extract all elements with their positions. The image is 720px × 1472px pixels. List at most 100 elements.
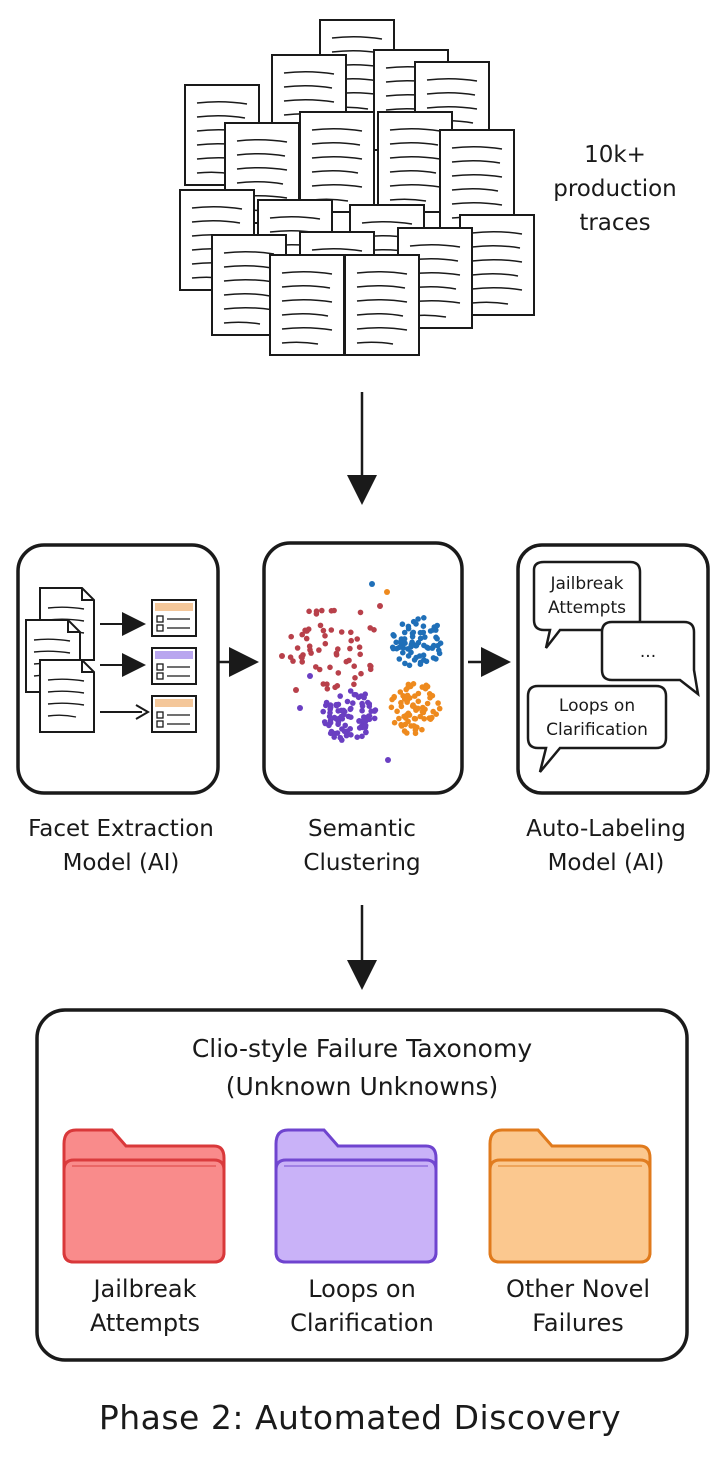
cluster-dot	[423, 658, 430, 665]
cluster-dot	[404, 697, 411, 704]
cluster-dot	[424, 683, 431, 690]
cluster-dot	[391, 719, 398, 726]
cluster-dot	[420, 704, 426, 711]
cluster-dot	[288, 633, 295, 640]
cluster-dot	[328, 608, 335, 614]
cluster-dot	[402, 721, 409, 728]
stage-label-facet-extraction: Facet Extraction Model (AI)	[28, 816, 214, 876]
cluster-dot	[436, 705, 443, 712]
stage-label-auto-labeling: Auto-Labeling Model (AI)	[526, 816, 686, 876]
cluster-dot	[342, 722, 349, 729]
cluster-dot	[359, 700, 365, 707]
cluster-dot	[384, 589, 390, 595]
cluster-dot	[307, 673, 313, 679]
cluster-dot	[335, 646, 341, 652]
cluster-dot	[425, 645, 432, 651]
cluster-dot	[356, 644, 363, 650]
cluster-dot	[357, 651, 364, 658]
cluster-dot	[363, 729, 369, 735]
cluster-dot	[354, 636, 361, 642]
cluster-dot	[335, 721, 341, 728]
cluster-dot	[415, 698, 422, 705]
facet-card	[151, 647, 197, 685]
cluster-dot	[400, 649, 406, 656]
cluster-dot	[371, 715, 378, 722]
folder-label-other: Other Novel Failures	[505, 1275, 651, 1337]
cluster-dot	[348, 705, 354, 712]
cluster-dot	[393, 639, 400, 646]
cluster-dot	[348, 629, 354, 636]
cluster-dot	[300, 652, 306, 658]
cluster-dot	[355, 694, 362, 701]
cluster-dot	[319, 607, 325, 614]
cluster-dot	[403, 686, 410, 693]
folder-icon	[488, 1128, 652, 1264]
taxonomy-title: Clio-style Failure Taxonomy (Unknown Unk…	[191, 1034, 533, 1101]
cluster-dot	[344, 698, 351, 705]
cluster-dot	[351, 663, 358, 669]
cluster-dot	[410, 629, 417, 636]
cluster-dot	[327, 704, 334, 710]
cluster-dot	[324, 681, 330, 687]
cluster-dot	[406, 712, 413, 718]
cluster-dot	[356, 718, 363, 724]
cluster-dot	[413, 621, 419, 627]
cluster-dot	[338, 713, 345, 720]
cluster-dot	[341, 728, 348, 735]
cluster-dot	[369, 581, 375, 587]
cluster-dot	[419, 726, 425, 733]
cluster-dot	[347, 645, 353, 652]
cluster-dot	[316, 666, 323, 673]
bubble-text-jailbreak: Jailbreak Attempts	[548, 574, 626, 618]
bubble-text-loops: Loops on Clarification	[546, 696, 648, 740]
cluster-dot	[405, 625, 412, 632]
cluster-dot	[398, 721, 404, 728]
cluster-dot	[306, 608, 312, 615]
cluster-dot	[335, 670, 342, 676]
cluster-dot	[316, 647, 322, 653]
cluster-dot	[401, 636, 408, 642]
cluster-dot	[320, 708, 327, 715]
cluster-dot	[348, 637, 355, 644]
cluster-dot	[385, 757, 391, 763]
cluster-dot	[359, 707, 365, 714]
cluster-dot	[436, 647, 442, 654]
cluster-dot	[343, 658, 350, 665]
cluster-dot	[413, 654, 420, 661]
cluster-dot	[399, 621, 406, 627]
cluster-dot	[390, 632, 397, 638]
cluster-dot	[377, 603, 383, 609]
facet-card	[151, 695, 197, 733]
cluster-dot	[357, 609, 364, 616]
cluster-dot	[417, 659, 424, 666]
cluster-dot	[424, 700, 431, 707]
bubble-loops	[526, 684, 668, 773]
cluster-dot	[398, 699, 404, 706]
cluster-dot	[347, 726, 354, 732]
cluster-dot	[397, 639, 404, 645]
cluster-dot	[361, 694, 367, 701]
semantic-clustering-box	[262, 541, 464, 795]
cluster-dot	[411, 715, 418, 722]
cluster-dot	[402, 640, 408, 646]
cluster-dot	[297, 705, 303, 711]
folder-icon	[274, 1128, 438, 1264]
cluster-dot	[402, 660, 408, 667]
cluster-dot	[366, 701, 373, 707]
cluster-dot	[429, 692, 436, 699]
cluster-dot	[307, 647, 313, 653]
cluster-dot	[338, 707, 345, 714]
cluster-dot	[430, 627, 437, 633]
cluster-dot	[354, 734, 361, 740]
cluster-dot	[327, 664, 333, 671]
folder-label-jailbreak: Jailbreak Attempts	[89, 1275, 201, 1337]
folder-label-loops: Loops on Clarification	[290, 1275, 434, 1337]
cluster-dot	[317, 622, 324, 629]
cluster-dot	[351, 691, 358, 698]
cluster-dot	[411, 642, 418, 648]
cluster-dot	[419, 708, 426, 715]
cluster-dot	[362, 722, 369, 729]
cluster-dot	[322, 633, 328, 639]
cluster-dot	[320, 627, 327, 634]
cluster-dot	[343, 732, 350, 739]
